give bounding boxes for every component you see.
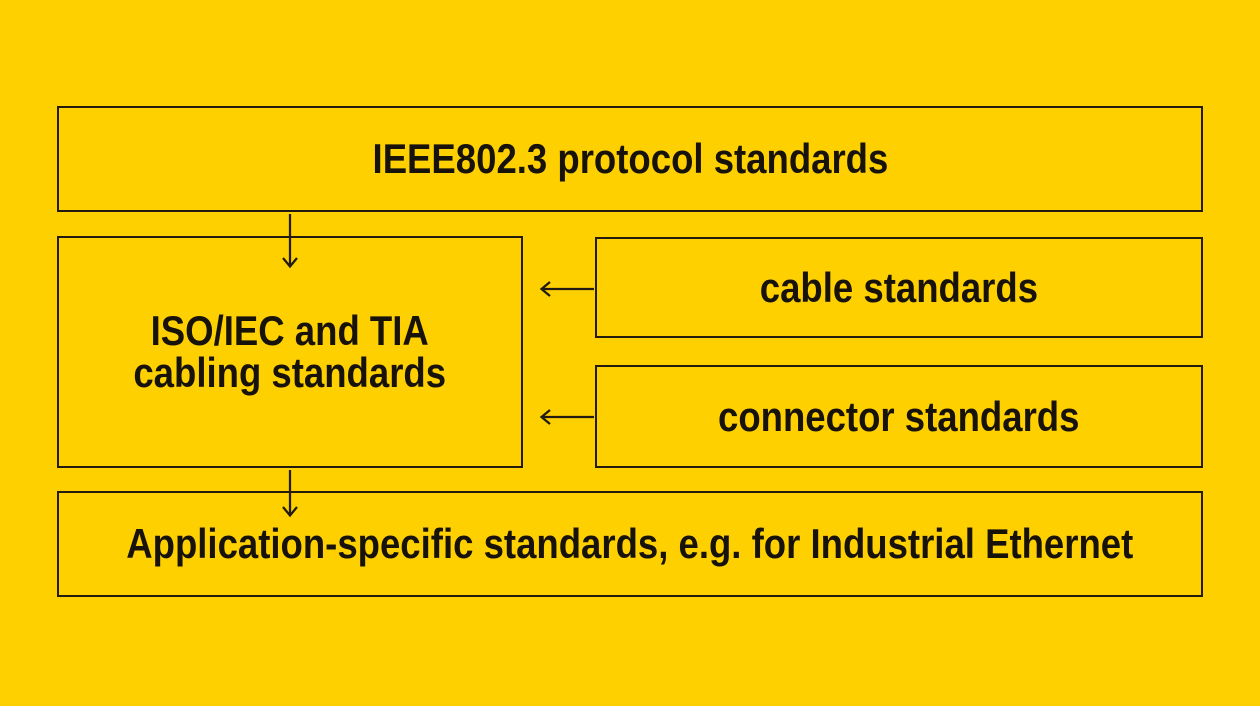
node-cable-standards: cable standards (595, 237, 1203, 338)
arrow-connector-to-cabling (539, 409, 594, 425)
node-application-label: Application-specific standards, e.g. for… (126, 520, 1134, 567)
node-protocol-label: IEEE802.3 protocol standards (372, 135, 888, 182)
node-cabling-label-line1: ISO/IEC and TIA (150, 307, 430, 354)
node-protocol-standards: IEEE802.3 protocol standards (57, 106, 1203, 212)
node-connector-label: connector standards (718, 392, 1080, 440)
node-application-standards: Application-specific standards, e.g. for… (57, 491, 1203, 597)
arrow-cable-to-cabling (539, 281, 594, 297)
node-cabling-label-line2: cabling standards (133, 349, 447, 396)
node-connector-standards: connector standards (595, 365, 1203, 468)
node-cable-label: cable standards (759, 263, 1039, 311)
